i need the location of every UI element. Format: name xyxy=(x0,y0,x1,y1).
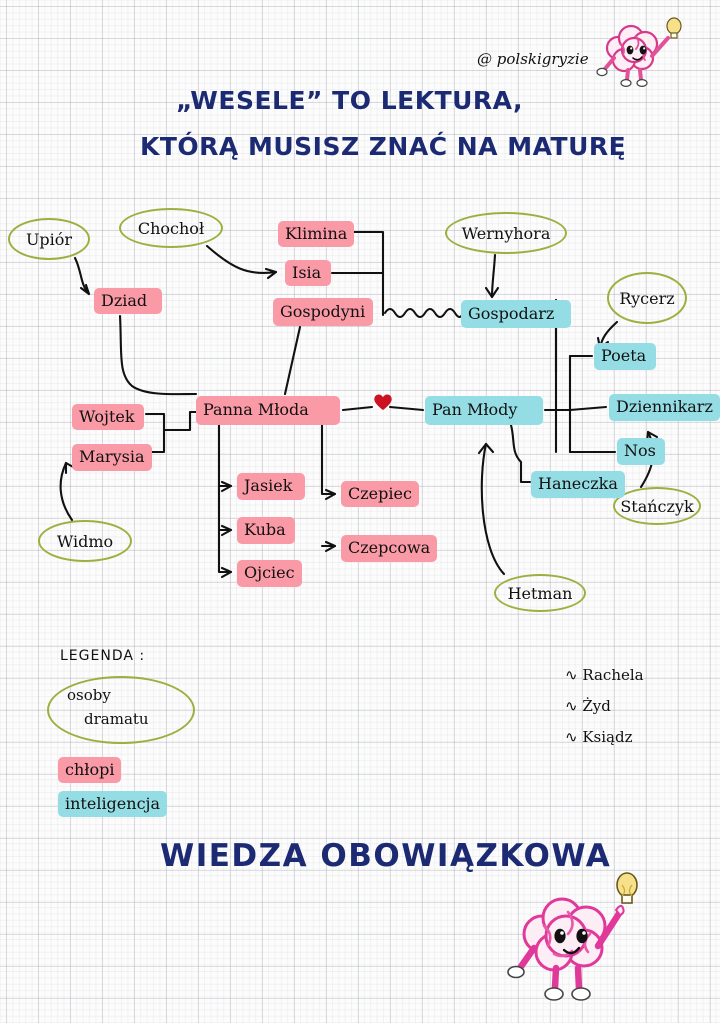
node-label: Panna Młoda xyxy=(203,400,309,419)
node-label: Jasiek xyxy=(244,476,293,495)
node-label: Pan Młody xyxy=(432,400,518,419)
node-label: Wojtek xyxy=(79,406,135,426)
node-panmlody[interactable]: Pan Młody xyxy=(425,396,543,425)
wave-marker-icon: ∿ xyxy=(565,697,583,715)
legend-label-dramatu: dramatu xyxy=(84,710,149,728)
node-label: Poeta xyxy=(601,346,647,365)
node-label: Klimina xyxy=(285,223,348,243)
wave-marker-icon: ∿ xyxy=(565,666,583,684)
node-label: Ojciec xyxy=(244,563,295,582)
page-title-line1: „WESELE” TO LEKTURA, xyxy=(176,86,523,115)
node-label: Kuba xyxy=(244,520,286,539)
heart-icon xyxy=(374,394,392,410)
side-list-label: Rachela xyxy=(582,666,644,684)
node-wernyhora[interactable]: Wernyhora xyxy=(445,212,567,254)
node-kuba[interactable]: Kuba xyxy=(237,517,295,544)
node-label: Czepcowa xyxy=(348,538,431,557)
node-label: Upiór xyxy=(25,229,73,249)
side-list-item-2: ∿ Ksiądz xyxy=(565,728,633,746)
legend-chip-chlopi: chłopi xyxy=(58,757,122,783)
account-handle: @ polskigryzie xyxy=(477,50,589,68)
node-jasiek[interactable]: Jasiek xyxy=(237,473,305,500)
node-label: Hetman xyxy=(507,583,573,603)
brain-mascot-bottom xyxy=(507,872,638,1001)
node-label: Rycerz xyxy=(619,288,675,308)
node-ojciec[interactable]: Ojciec xyxy=(237,560,302,587)
node-hetman[interactable]: Hetman xyxy=(494,574,586,612)
node-nos[interactable]: Nos xyxy=(617,438,665,465)
node-pannamloda[interactable]: Panna Młoda xyxy=(196,396,340,425)
page-title-line2: KTÓRĄ MUSISZ ZNAĆ NA MATURĘ xyxy=(140,132,627,161)
node-czepiec[interactable]: Czepiec xyxy=(341,481,419,507)
legend-label-osoby: osoby xyxy=(67,686,111,704)
node-czepcowa[interactable]: Czepcowa xyxy=(341,535,438,562)
node-label: Marysia xyxy=(79,447,145,466)
node-label: Stańczyk xyxy=(620,496,694,516)
node-widmo[interactable]: Widmo xyxy=(38,520,132,562)
side-list-item-1: ∿ Żyd xyxy=(565,697,611,715)
node-label: Wernyhora xyxy=(461,223,551,243)
node-gospodyni[interactable]: Gospodyni xyxy=(273,298,373,326)
node-klimina[interactable]: Klimina xyxy=(278,221,355,247)
node-upior[interactable]: Upiór xyxy=(8,218,90,260)
legend-chip-inteligencja: inteligencja xyxy=(58,791,168,817)
node-gospodarz[interactable]: Gospodarz xyxy=(461,300,571,328)
legend-oval-shape xyxy=(47,676,195,744)
side-list-item-0: ∿ Rachela xyxy=(565,666,644,684)
node-label: Nos xyxy=(624,441,656,460)
node-marysia[interactable]: Marysia xyxy=(72,444,152,471)
node-rycerz[interactable]: Rycerz xyxy=(607,272,687,324)
node-label: Chochoł xyxy=(137,218,205,238)
node-label: Dziennikarz xyxy=(616,397,713,416)
node-dziad[interactable]: Dziad xyxy=(94,288,162,314)
legend-title: LEGENDA : xyxy=(60,648,146,664)
node-label: Czepiec xyxy=(348,483,412,503)
node-label: Gospodyni xyxy=(280,301,366,321)
node-poeta[interactable]: Poeta xyxy=(594,343,656,370)
node-isia[interactable]: Isia xyxy=(285,260,331,286)
node-label: Dziad xyxy=(101,290,148,310)
node-dziennikarz[interactable]: Dziennikarz xyxy=(609,394,720,421)
wave-marker-icon: ∿ xyxy=(565,728,583,746)
node-label: Isia xyxy=(292,262,322,282)
node-label: Widmo xyxy=(56,531,114,551)
node-label: Gospodarz xyxy=(468,303,555,323)
node-wojtek[interactable]: Wojtek xyxy=(72,404,144,430)
side-list-label: Ksiądz xyxy=(582,728,633,746)
side-list-label: Żyd xyxy=(582,697,611,715)
footer-banner: WIEDZA OBOWIĄZKOWA xyxy=(160,838,612,874)
node-haneczka[interactable]: Haneczka xyxy=(531,471,625,498)
node-stanczyk[interactable]: Stańczyk xyxy=(613,487,701,525)
node-chochol[interactable]: Chochoł xyxy=(119,208,223,248)
node-label: Haneczka xyxy=(538,474,618,493)
brain-mascot-top xyxy=(596,17,682,87)
